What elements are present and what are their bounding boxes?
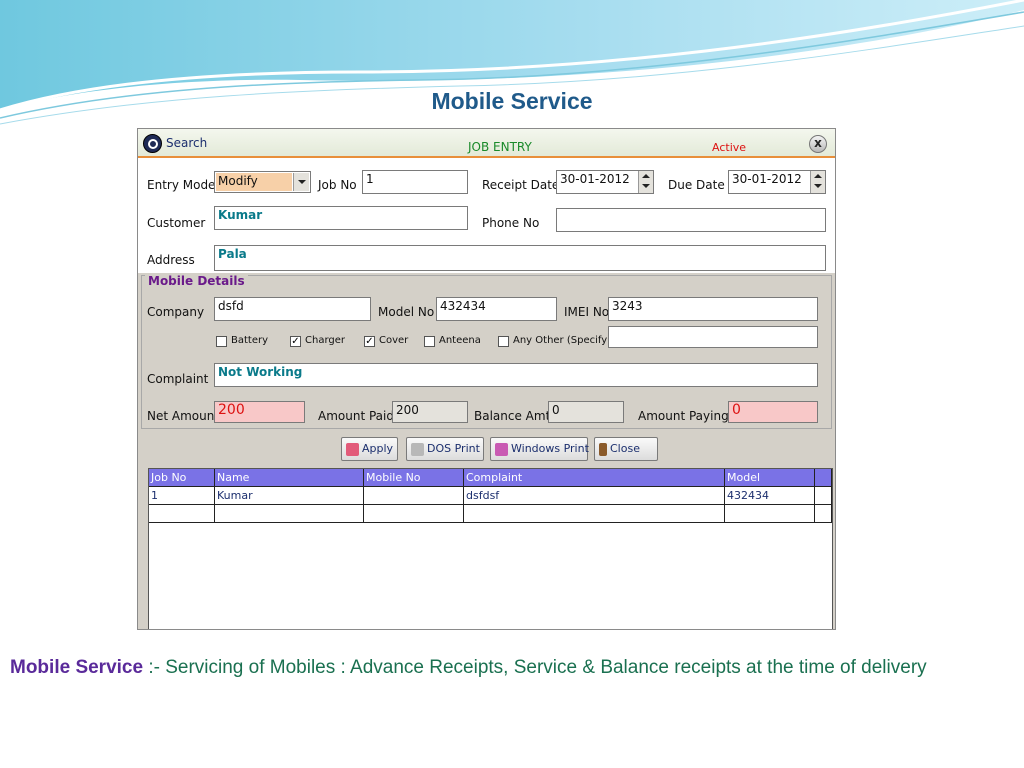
table-row[interactable] bbox=[149, 505, 832, 523]
col-extra[interactable] bbox=[815, 469, 832, 487]
cell-model: 432434 bbox=[725, 487, 815, 505]
window-titlebar: Search JOB ENTRY Active x bbox=[138, 129, 835, 158]
col-complaint[interactable]: Complaint bbox=[464, 469, 725, 487]
amount-paying-field[interactable]: 0 bbox=[728, 401, 818, 423]
close-button-label: Close bbox=[610, 442, 640, 455]
complaint-label: Complaint bbox=[147, 372, 209, 386]
cell-name bbox=[215, 505, 364, 523]
jobs-grid: Job No Name Mobile No Complaint Model 1 … bbox=[148, 468, 833, 629]
cell-complaint: dsfdsf bbox=[464, 487, 725, 505]
amount-paying-label: Amount Paying bbox=[638, 409, 729, 423]
due-date-value: 30-01-2012 bbox=[732, 172, 802, 186]
cell-model bbox=[725, 505, 815, 523]
windows-print-button-label: Windows Print bbox=[511, 442, 589, 455]
phone-no-label: Phone No bbox=[482, 216, 540, 230]
apply-button[interactable]: Apply bbox=[341, 437, 398, 461]
col-name[interactable]: Name bbox=[215, 469, 364, 487]
close-x-icon[interactable]: x bbox=[809, 135, 827, 153]
col-model[interactable]: Model bbox=[725, 469, 815, 487]
apply-check-icon bbox=[346, 442, 359, 456]
close-button[interactable]: Close bbox=[594, 437, 658, 461]
any-other-label: Any Other (Specify) bbox=[513, 335, 612, 346]
balance-amt-label: Balance Amt bbox=[474, 409, 551, 423]
windows-print-icon bbox=[495, 442, 508, 456]
mobile-details-title: Mobile Details bbox=[145, 274, 248, 288]
table-row[interactable]: 1 Kumar dsfdsf 432434 bbox=[149, 487, 832, 505]
entry-mode-select[interactable]: Modify bbox=[214, 171, 311, 193]
entry-mode-label: Entry Mode bbox=[147, 178, 216, 192]
slide-caption: Mobile Service :- Servicing of Mobiles :… bbox=[10, 654, 1000, 682]
chevron-down-icon[interactable] bbox=[293, 173, 309, 191]
receipt-date-field[interactable]: 30-01-2012 bbox=[556, 170, 654, 194]
col-mobile-no[interactable]: Mobile No bbox=[364, 469, 464, 487]
company-label: Company bbox=[147, 305, 205, 319]
due-date-label: Due Date bbox=[668, 178, 725, 192]
charger-label: Charger bbox=[305, 335, 345, 346]
cell-mobile-no bbox=[364, 487, 464, 505]
col-job-no[interactable]: Job No bbox=[149, 469, 215, 487]
windows-print-button[interactable]: Windows Print bbox=[490, 437, 589, 461]
job-no-field[interactable]: 1 bbox=[362, 170, 468, 194]
charger-checkbox[interactable]: ✓ bbox=[290, 336, 301, 347]
cell-job-no bbox=[149, 505, 215, 523]
net-amount-field[interactable]: 200 bbox=[214, 401, 305, 423]
status-label: Active bbox=[712, 141, 747, 154]
complaint-field[interactable]: Not Working bbox=[214, 363, 818, 387]
cell-name: Kumar bbox=[215, 487, 364, 505]
job-entry-window: Search JOB ENTRY Active x Entry Mode Mod… bbox=[137, 128, 836, 630]
cell-job-no: 1 bbox=[149, 487, 215, 505]
door-exit-icon bbox=[599, 442, 607, 456]
amount-paid-field: 200 bbox=[392, 401, 468, 423]
cover-label: Cover bbox=[379, 335, 409, 346]
cell-extra bbox=[815, 505, 832, 523]
model-no-label: Model No bbox=[378, 305, 435, 319]
receipt-date-spinner-icon[interactable] bbox=[638, 171, 653, 193]
apply-button-label: Apply bbox=[362, 442, 394, 455]
battery-checkbox[interactable] bbox=[216, 336, 227, 347]
address-field[interactable]: Pala bbox=[214, 245, 826, 271]
model-no-field[interactable]: 432434 bbox=[436, 297, 557, 321]
cell-mobile-no bbox=[364, 505, 464, 523]
phone-no-field[interactable] bbox=[556, 208, 826, 232]
receipt-date-label: Receipt Date bbox=[482, 178, 560, 192]
grid-header-row: Job No Name Mobile No Complaint Model bbox=[149, 469, 832, 487]
any-other-checkbox[interactable] bbox=[498, 336, 509, 347]
search-icon[interactable] bbox=[143, 134, 162, 153]
search-button-label[interactable]: Search bbox=[166, 136, 208, 150]
printer-icon bbox=[411, 442, 424, 456]
net-amount-label: Net Amount bbox=[147, 409, 220, 423]
any-other-field[interactable] bbox=[608, 326, 818, 348]
window-heading: JOB ENTRY bbox=[468, 140, 532, 154]
imei-no-label: IMEI No bbox=[564, 305, 610, 319]
cover-checkbox[interactable]: ✓ bbox=[364, 336, 375, 347]
dos-print-button-label: DOS Print bbox=[427, 442, 480, 455]
header-swoosh-decoration bbox=[0, 0, 1024, 125]
cell-complaint bbox=[464, 505, 725, 523]
caption-text: :- Servicing of Mobiles : Advance Receip… bbox=[143, 657, 927, 678]
cell-extra bbox=[815, 487, 832, 505]
customer-field[interactable]: Kumar bbox=[214, 206, 468, 230]
anteena-checkbox[interactable] bbox=[424, 336, 435, 347]
anteena-label: Anteena bbox=[439, 335, 481, 346]
customer-label: Customer bbox=[147, 216, 206, 230]
receipt-date-value: 30-01-2012 bbox=[560, 172, 630, 186]
amount-paid-label: Amount Paid bbox=[318, 409, 394, 423]
dos-print-button[interactable]: DOS Print bbox=[406, 437, 484, 461]
battery-label: Battery bbox=[231, 335, 269, 346]
caption-heading: Mobile Service bbox=[10, 657, 144, 678]
slide-title: Mobile Service bbox=[431, 88, 593, 114]
job-no-label: Job No bbox=[318, 178, 357, 192]
imei-no-field[interactable]: 3243 bbox=[608, 297, 818, 321]
entry-mode-value: Modify bbox=[216, 173, 292, 191]
due-date-spinner-icon[interactable] bbox=[810, 171, 825, 193]
balance-amt-field: 0 bbox=[548, 401, 624, 423]
due-date-field[interactable]: 30-01-2012 bbox=[728, 170, 826, 194]
company-field[interactable]: dsfd bbox=[214, 297, 371, 321]
address-label: Address bbox=[147, 253, 195, 267]
